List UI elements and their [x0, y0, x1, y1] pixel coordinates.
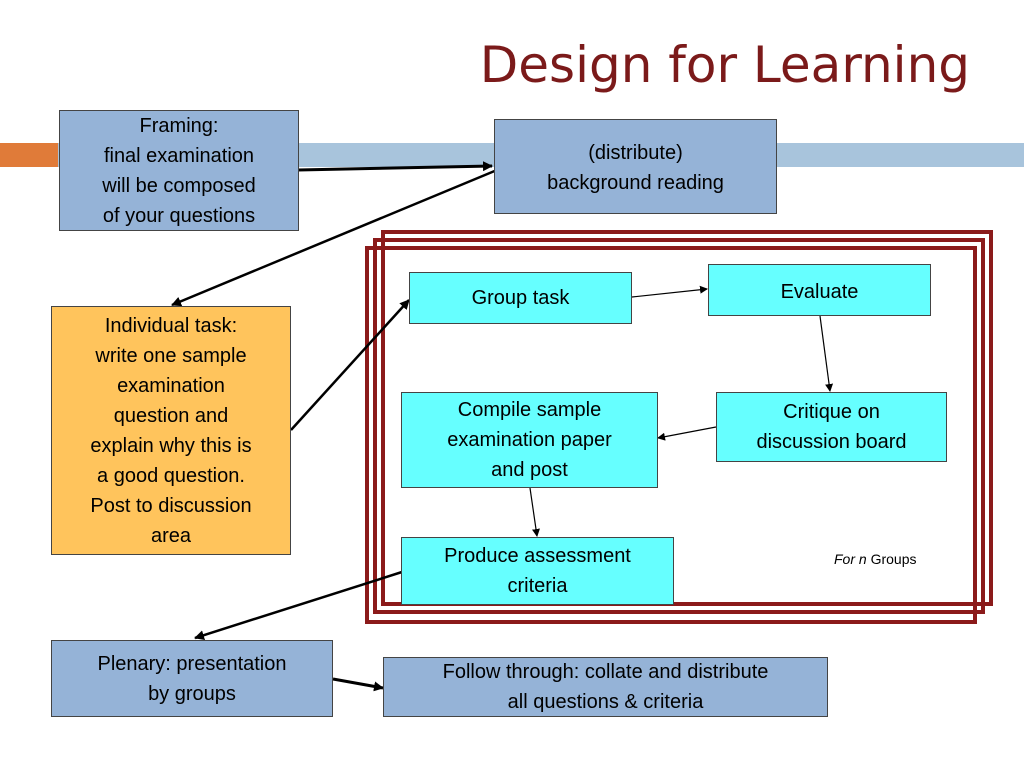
individual-line-3: examination — [117, 374, 225, 397]
group-frame-front — [365, 246, 977, 624]
produce-line-1: Produce assessment — [444, 545, 631, 567]
individual-line-8: area — [150, 524, 191, 547]
compile-box: Compile sample examination paper and pos… — [401, 392, 658, 488]
framing-line-3: will be composed — [102, 174, 256, 197]
plenary-line-2: by groups — [148, 682, 236, 705]
group-frame-middle — [373, 238, 985, 614]
arrow-background-to-individual — [171, 168, 498, 307]
arrow-individual-to-group-task — [290, 299, 410, 431]
individual-line-4: question and — [113, 404, 229, 427]
arrow-group-task-to-evaluate — [631, 285, 708, 298]
arrow-produce-to-plenary — [194, 570, 403, 641]
follow-through-box: Follow through: collate and distribute a… — [383, 657, 828, 717]
compile-line-1: Compile sample — [457, 399, 602, 421]
groups-note-suffix: Groups — [866, 551, 917, 567]
plenary-box: Plenary: presentation by groups — [51, 640, 333, 717]
framing-line-1: Framing: — [139, 114, 219, 137]
page-title: Design for Learning — [479, 36, 970, 94]
group-frame-back — [381, 230, 993, 606]
compile-line-3: and post — [491, 459, 568, 481]
individual-line-5: explain why this is — [90, 434, 252, 457]
arrow-framing-to-background — [297, 161, 493, 172]
individual-line-2: write one sample — [95, 344, 247, 367]
critique-line-2: discussion board — [756, 431, 907, 453]
background-line-1: (distribute) — [588, 142, 683, 164]
arrow-compile-to-produce — [529, 487, 540, 537]
individual-line-6: a good question. — [97, 464, 245, 487]
evaluate-label: Evaluate — [780, 281, 859, 303]
arrow-evaluate-to-critique — [819, 315, 834, 392]
background-reading-box: (distribute) background reading — [494, 119, 777, 214]
compile-line-2: examination paper — [447, 429, 612, 451]
arrow-critique-to-compile — [657, 426, 717, 441]
critique-line-1: Critique on — [783, 401, 880, 423]
framing-line-4: of your questions — [102, 204, 256, 227]
critique-box: Critique on discussion board — [716, 392, 947, 462]
produce-line-2: criteria — [507, 575, 568, 597]
follow-line-2: all questions & criteria — [507, 691, 704, 713]
framing-line-2: final examination — [103, 144, 255, 167]
group-task-label: Group task — [471, 287, 570, 309]
individual-line-1: Individual task: — [104, 314, 238, 337]
individual-line-7: Post to discussion — [90, 494, 252, 517]
arrow-plenary-to-follow — [332, 677, 384, 692]
groups-note-prefix: For n — [834, 551, 867, 567]
header-band-accent — [0, 143, 58, 167]
group-task-box: Group task — [409, 272, 632, 324]
produce-criteria-box: Produce assessment criteria — [401, 537, 674, 605]
follow-line-1: Follow through: collate and distribute — [442, 661, 769, 683]
background-line-2: background reading — [547, 172, 724, 194]
groups-note: For n Groups — [834, 551, 917, 567]
individual-task-box: Individual task: write one sample examin… — [51, 306, 291, 555]
plenary-line-1: Plenary: presentation — [97, 652, 287, 675]
evaluate-box: Evaluate — [708, 264, 931, 316]
framing-box: Framing: final examination will be compo… — [59, 110, 299, 231]
